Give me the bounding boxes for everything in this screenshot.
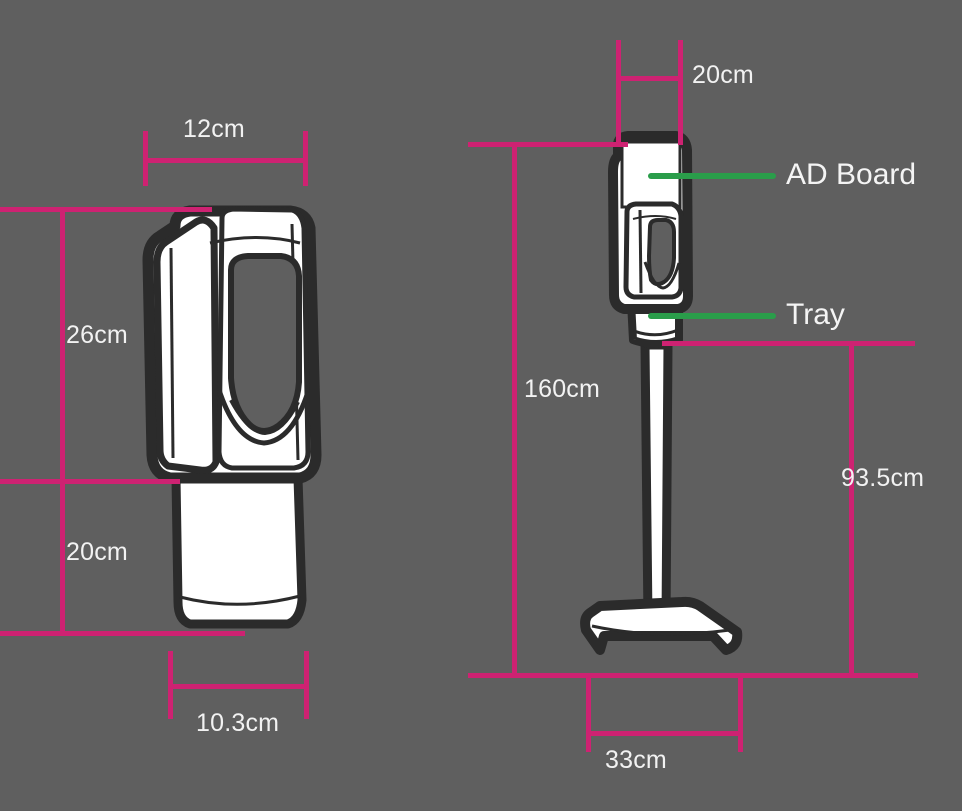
- witness-line-mid: [0, 479, 180, 484]
- dim-label-10-3cm: 10.3cm: [196, 709, 280, 737]
- leader-line-ad-board: [648, 173, 776, 179]
- ext-line-33cm-left: [586, 673, 591, 752]
- dim-line-20cm: [60, 479, 65, 636]
- witness-line-160-top: [468, 142, 628, 147]
- ext-line-20cm-right: [678, 40, 683, 145]
- dim-label-20cm: 20cm: [66, 538, 128, 566]
- ext-line-33cm-right: [738, 673, 743, 752]
- dim-line-26cm: [60, 207, 65, 483]
- dim-line-160cm: [512, 142, 517, 678]
- witness-line-ground: [468, 673, 918, 678]
- ext-line-20cm-left: [616, 40, 621, 145]
- dim-line-93-5cm: [849, 341, 854, 678]
- left-dispenser-art: [142, 205, 322, 629]
- dim-label-160cm: 160cm: [524, 375, 601, 403]
- dim-line-33cm: [586, 731, 743, 736]
- witness-line-bottom: [0, 631, 245, 636]
- witness-line-tray: [662, 341, 915, 346]
- dim-label-20cm-head: 20cm: [692, 61, 754, 89]
- dim-label-12cm: 12cm: [183, 115, 245, 143]
- dim-label-26cm: 26cm: [66, 321, 128, 349]
- dim-line-12cm: [143, 158, 308, 163]
- callout-label-tray: Tray: [786, 298, 845, 331]
- dim-line-10-3cm: [168, 684, 309, 689]
- dim-label-33cm: 33cm: [605, 746, 667, 774]
- callout-label-ad-board: AD Board: [786, 158, 917, 191]
- dim-line-20cm-head: [616, 76, 683, 81]
- dim-label-93-5cm: 93.5cm: [841, 464, 925, 492]
- witness-line-top: [0, 207, 212, 212]
- leader-line-tray: [648, 313, 776, 319]
- right-stand-art: [580, 131, 743, 655]
